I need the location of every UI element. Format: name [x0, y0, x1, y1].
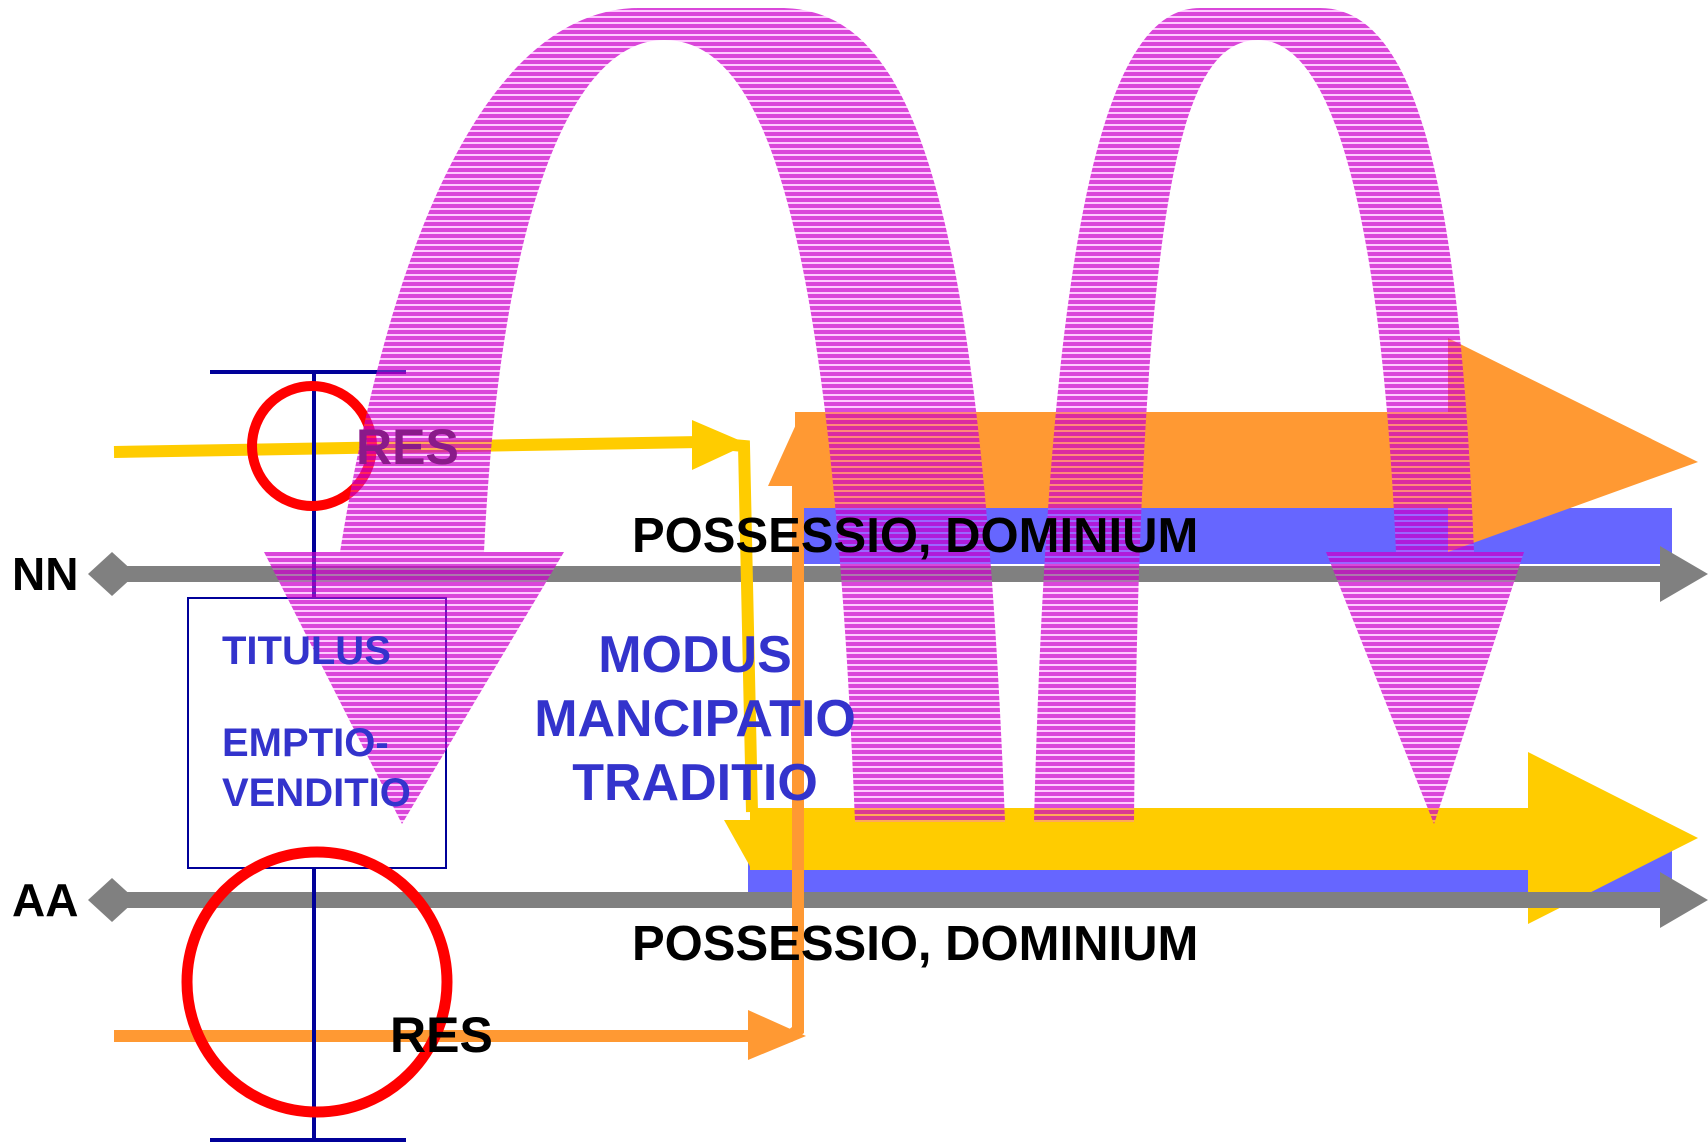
timeline-aa	[88, 872, 1708, 928]
emptio-label: EMPTIO-	[222, 721, 389, 765]
party-label-aa: AA	[12, 874, 78, 926]
party-label-nn: NN	[12, 548, 78, 600]
possessio-label-bottom: POSSESSIO, DOMINIUM	[632, 917, 1198, 971]
titulus-label: TITULUS	[222, 629, 391, 673]
modus-label: MODUS	[598, 626, 792, 684]
yellow-res-line-head	[692, 420, 748, 470]
magenta-arch-arrow-left	[264, 8, 1005, 824]
traditio-label: TRADITIO	[572, 754, 818, 812]
magenta-arch-arrow-right	[1034, 8, 1524, 824]
red-circle-bottom	[181, 846, 453, 1118]
res-label-top: RES	[356, 419, 459, 475]
venditio-label: VENDITIO	[222, 771, 411, 815]
orange-up-head	[768, 420, 828, 486]
top-orange-arrow	[795, 338, 1698, 552]
bottom-yellow-arrow	[750, 752, 1698, 924]
mancipatio-label: MANCIPATIO	[534, 690, 856, 748]
possessio-label-top: POSSESSIO, DOMINIUM	[632, 509, 1198, 563]
yellow-down-head	[724, 820, 780, 870]
orange-res-line-head	[748, 1010, 806, 1060]
res-label-bottom: RES	[390, 1007, 493, 1063]
